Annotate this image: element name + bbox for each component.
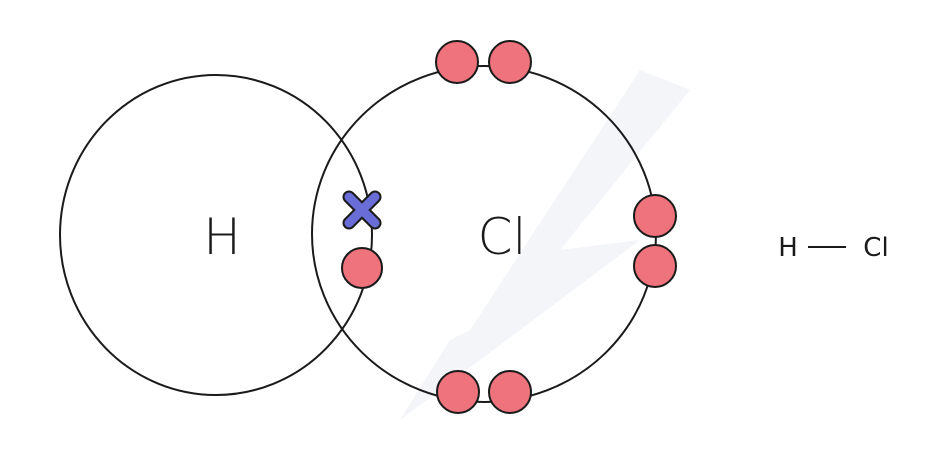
formula-hydrogen: H: [778, 233, 798, 263]
chlorine-electron-dot: [435, 40, 479, 84]
chlorine-electron-dot: [633, 194, 677, 238]
hydrogen-shell: [59, 74, 373, 396]
chlorine-electron-dot: [633, 244, 677, 288]
chlorine-symbol: Cl: [478, 208, 527, 266]
chlorine-electron-dot: [488, 370, 532, 414]
chlorine-electron-dot: [488, 40, 532, 84]
chlorine-electron-dot: [436, 370, 480, 414]
formula-chlorine: Cl: [863, 233, 888, 263]
hydrogen-electron-cross-icon: [342, 190, 382, 230]
structural-formula: H Cl: [778, 233, 888, 263]
shared-chlorine-electron-dot: [341, 247, 383, 289]
hydrogen-symbol: H: [203, 208, 241, 266]
watermark-logo: [400, 70, 690, 420]
